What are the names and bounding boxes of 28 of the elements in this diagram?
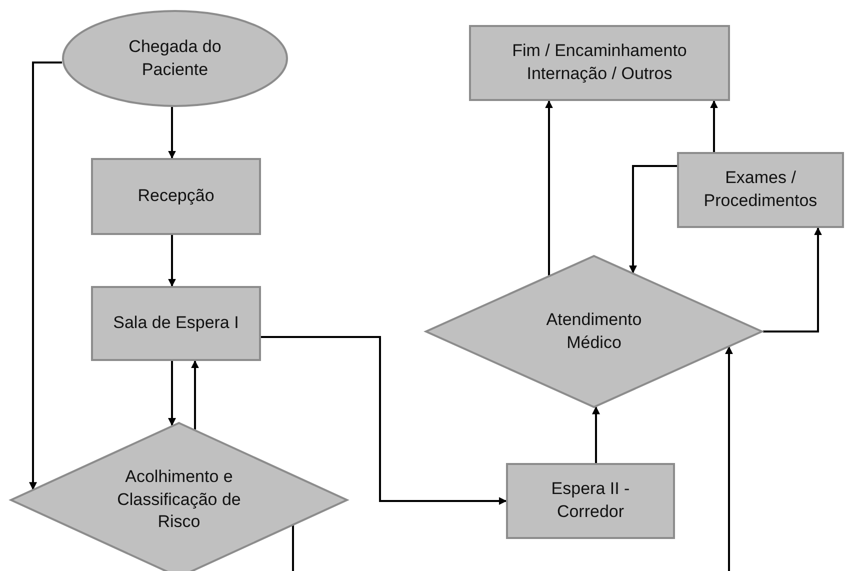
arrow — [168, 235, 176, 287]
node-text: Exames / Procedimentos — [702, 167, 818, 212]
node-text: Acolhimento e Classificação de Risco — [116, 466, 242, 534]
node-text: Sala de Espera I — [112, 312, 240, 334]
arrow — [629, 165, 677, 274]
arrow — [168, 361, 176, 426]
node-text: Atendimento Médico — [545, 308, 643, 354]
node-text: Chegada do Paciente — [128, 36, 222, 80]
arrow — [545, 100, 553, 276]
node-text: Recepção — [136, 185, 216, 208]
arrow — [710, 100, 718, 152]
arrow — [191, 360, 199, 430]
arrow — [763, 227, 822, 332]
arrow — [29, 62, 62, 490]
start-ellipse — [62, 10, 288, 107]
decision-diamond — [10, 422, 348, 571]
node-text: Espera II - Corredor — [550, 478, 631, 523]
arrow — [261, 336, 507, 505]
process-box — [677, 152, 844, 228]
process-box — [91, 286, 261, 361]
decision-diamond — [425, 255, 763, 408]
process-box — [506, 463, 675, 539]
arrow — [168, 107, 176, 159]
node-text: Fim / Encaminhamento Internação / Outros — [511, 40, 688, 85]
process-box — [91, 158, 261, 235]
arrow — [592, 406, 600, 463]
arrow — [725, 346, 733, 571]
process-box — [469, 25, 730, 101]
